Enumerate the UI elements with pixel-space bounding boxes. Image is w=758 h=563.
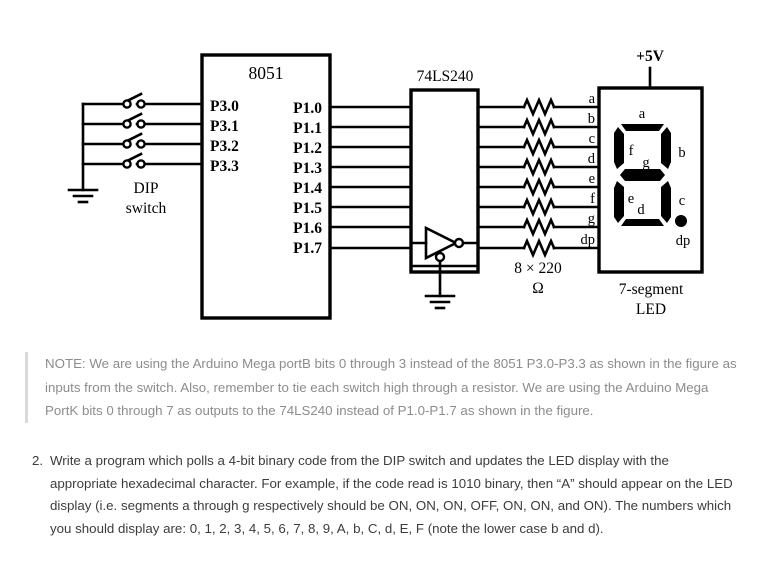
resistor-e bbox=[476, 176, 601, 198]
dip-switch-terminal-3a bbox=[122, 139, 132, 149]
chip-8051-body bbox=[200, 53, 332, 320]
display-label-e: e bbox=[628, 191, 634, 207]
segment-c-shape bbox=[661, 181, 671, 223]
dip-switch-terminal-2b bbox=[136, 119, 146, 129]
supply-label: +5V bbox=[636, 48, 665, 65]
display-label-dp: dp bbox=[676, 233, 691, 249]
dip-switch-terminal-4b bbox=[136, 159, 146, 169]
segment-e-shape bbox=[614, 181, 624, 223]
pin-label-p1-4: P1.4 bbox=[293, 180, 322, 197]
circuit-diagram-figure: 8051 74LS240 +5V P3.0 P3.1 P3.2 P3.3 P1.… bbox=[67, 48, 704, 320]
task-item: 2. Write a program which polls a 4-bit b… bbox=[28, 450, 738, 540]
segment-line-label-g: g bbox=[588, 211, 595, 227]
task-marker: 2. bbox=[32, 453, 44, 468]
dip-switch-label-line2: switch bbox=[126, 200, 167, 217]
display-label-a: a bbox=[639, 106, 646, 122]
resistor-network-label-line1: 8 × 220 bbox=[514, 260, 562, 277]
task-text: Write a program which polls a 4-bit bina… bbox=[50, 453, 733, 536]
display-label-c: c bbox=[679, 193, 685, 209]
note-text: NOTE: We are using the Arduino Mega port… bbox=[45, 356, 737, 418]
pin-label-p3-0: P3.0 bbox=[210, 98, 239, 115]
segment-a-shape bbox=[621, 124, 664, 131]
resistor-a bbox=[476, 96, 601, 118]
display-label-d: d bbox=[637, 202, 645, 218]
pin-label-p1-3: P1.3 bbox=[293, 160, 322, 177]
resistor-c bbox=[476, 136, 601, 158]
dip-switch-terminal-2a bbox=[122, 119, 132, 129]
resistor-dp bbox=[476, 237, 601, 259]
pin-label-p3-3: P3.3 bbox=[210, 158, 239, 175]
dip-switch-terminal-1a bbox=[122, 99, 132, 109]
chip-8051-title: 8051 bbox=[249, 63, 284, 83]
segment-d-shape bbox=[621, 219, 664, 226]
pin-label-p1-5: P1.5 bbox=[293, 200, 322, 217]
segment-b-shape bbox=[661, 127, 671, 169]
resistor-b bbox=[476, 116, 601, 138]
resistor-network-label-line2: Ω bbox=[532, 280, 544, 297]
led-label-line1: 7-segment bbox=[619, 281, 684, 298]
segment-f-shape bbox=[614, 127, 624, 169]
pin-label-p1-2: P1.2 bbox=[293, 140, 322, 157]
resistor-g bbox=[476, 216, 601, 238]
segment-line-label-a: a bbox=[589, 91, 596, 107]
segment-line-label-b: b bbox=[588, 111, 595, 127]
dip-switch-ground-icon bbox=[67, 188, 99, 204]
pin-label-p1-6: P1.6 bbox=[293, 220, 322, 237]
dip-switch-terminal-1b bbox=[136, 99, 146, 109]
pin-label-p1-1: P1.1 bbox=[293, 120, 322, 137]
segment-line-label-dp: dp bbox=[581, 232, 596, 248]
dip-switch-label-line1: DIP bbox=[134, 180, 159, 197]
segment-line-label-f: f bbox=[590, 191, 595, 207]
display-label-g: g bbox=[642, 155, 649, 171]
task-list: 2. Write a program which polls a 4-bit b… bbox=[28, 450, 738, 540]
bus-p1-to-74ls240 bbox=[328, 105, 413, 250]
seven-segment-glyph bbox=[614, 124, 687, 227]
chip-74ls240-title: 74LS240 bbox=[417, 68, 474, 85]
note-callout: NOTE: We are using the Arduino Mega port… bbox=[25, 352, 737, 423]
pin-label-p1-0: P1.0 bbox=[293, 100, 322, 117]
segment-line-label-e: e bbox=[589, 171, 595, 187]
led-label-line2: LED bbox=[636, 301, 666, 318]
dip-switch-terminal-3b bbox=[136, 139, 146, 149]
buffer-ground-icon bbox=[424, 294, 456, 310]
display-label-f: f bbox=[629, 143, 634, 159]
segment-line-label-c: c bbox=[589, 131, 595, 147]
display-label-b: b bbox=[678, 145, 685, 161]
pin-label-p3-2: P3.2 bbox=[210, 138, 239, 155]
resistor-f bbox=[476, 196, 601, 218]
segment-line-label-d: d bbox=[588, 151, 596, 167]
segment-g-shape bbox=[620, 169, 665, 181]
segment-dp-shape bbox=[675, 215, 687, 227]
pin-label-p3-1: P3.1 bbox=[210, 118, 239, 135]
dip-switch-terminal-4a bbox=[122, 159, 132, 169]
pin-label-p1-7: P1.7 bbox=[293, 240, 322, 257]
resistor-d bbox=[476, 156, 601, 178]
